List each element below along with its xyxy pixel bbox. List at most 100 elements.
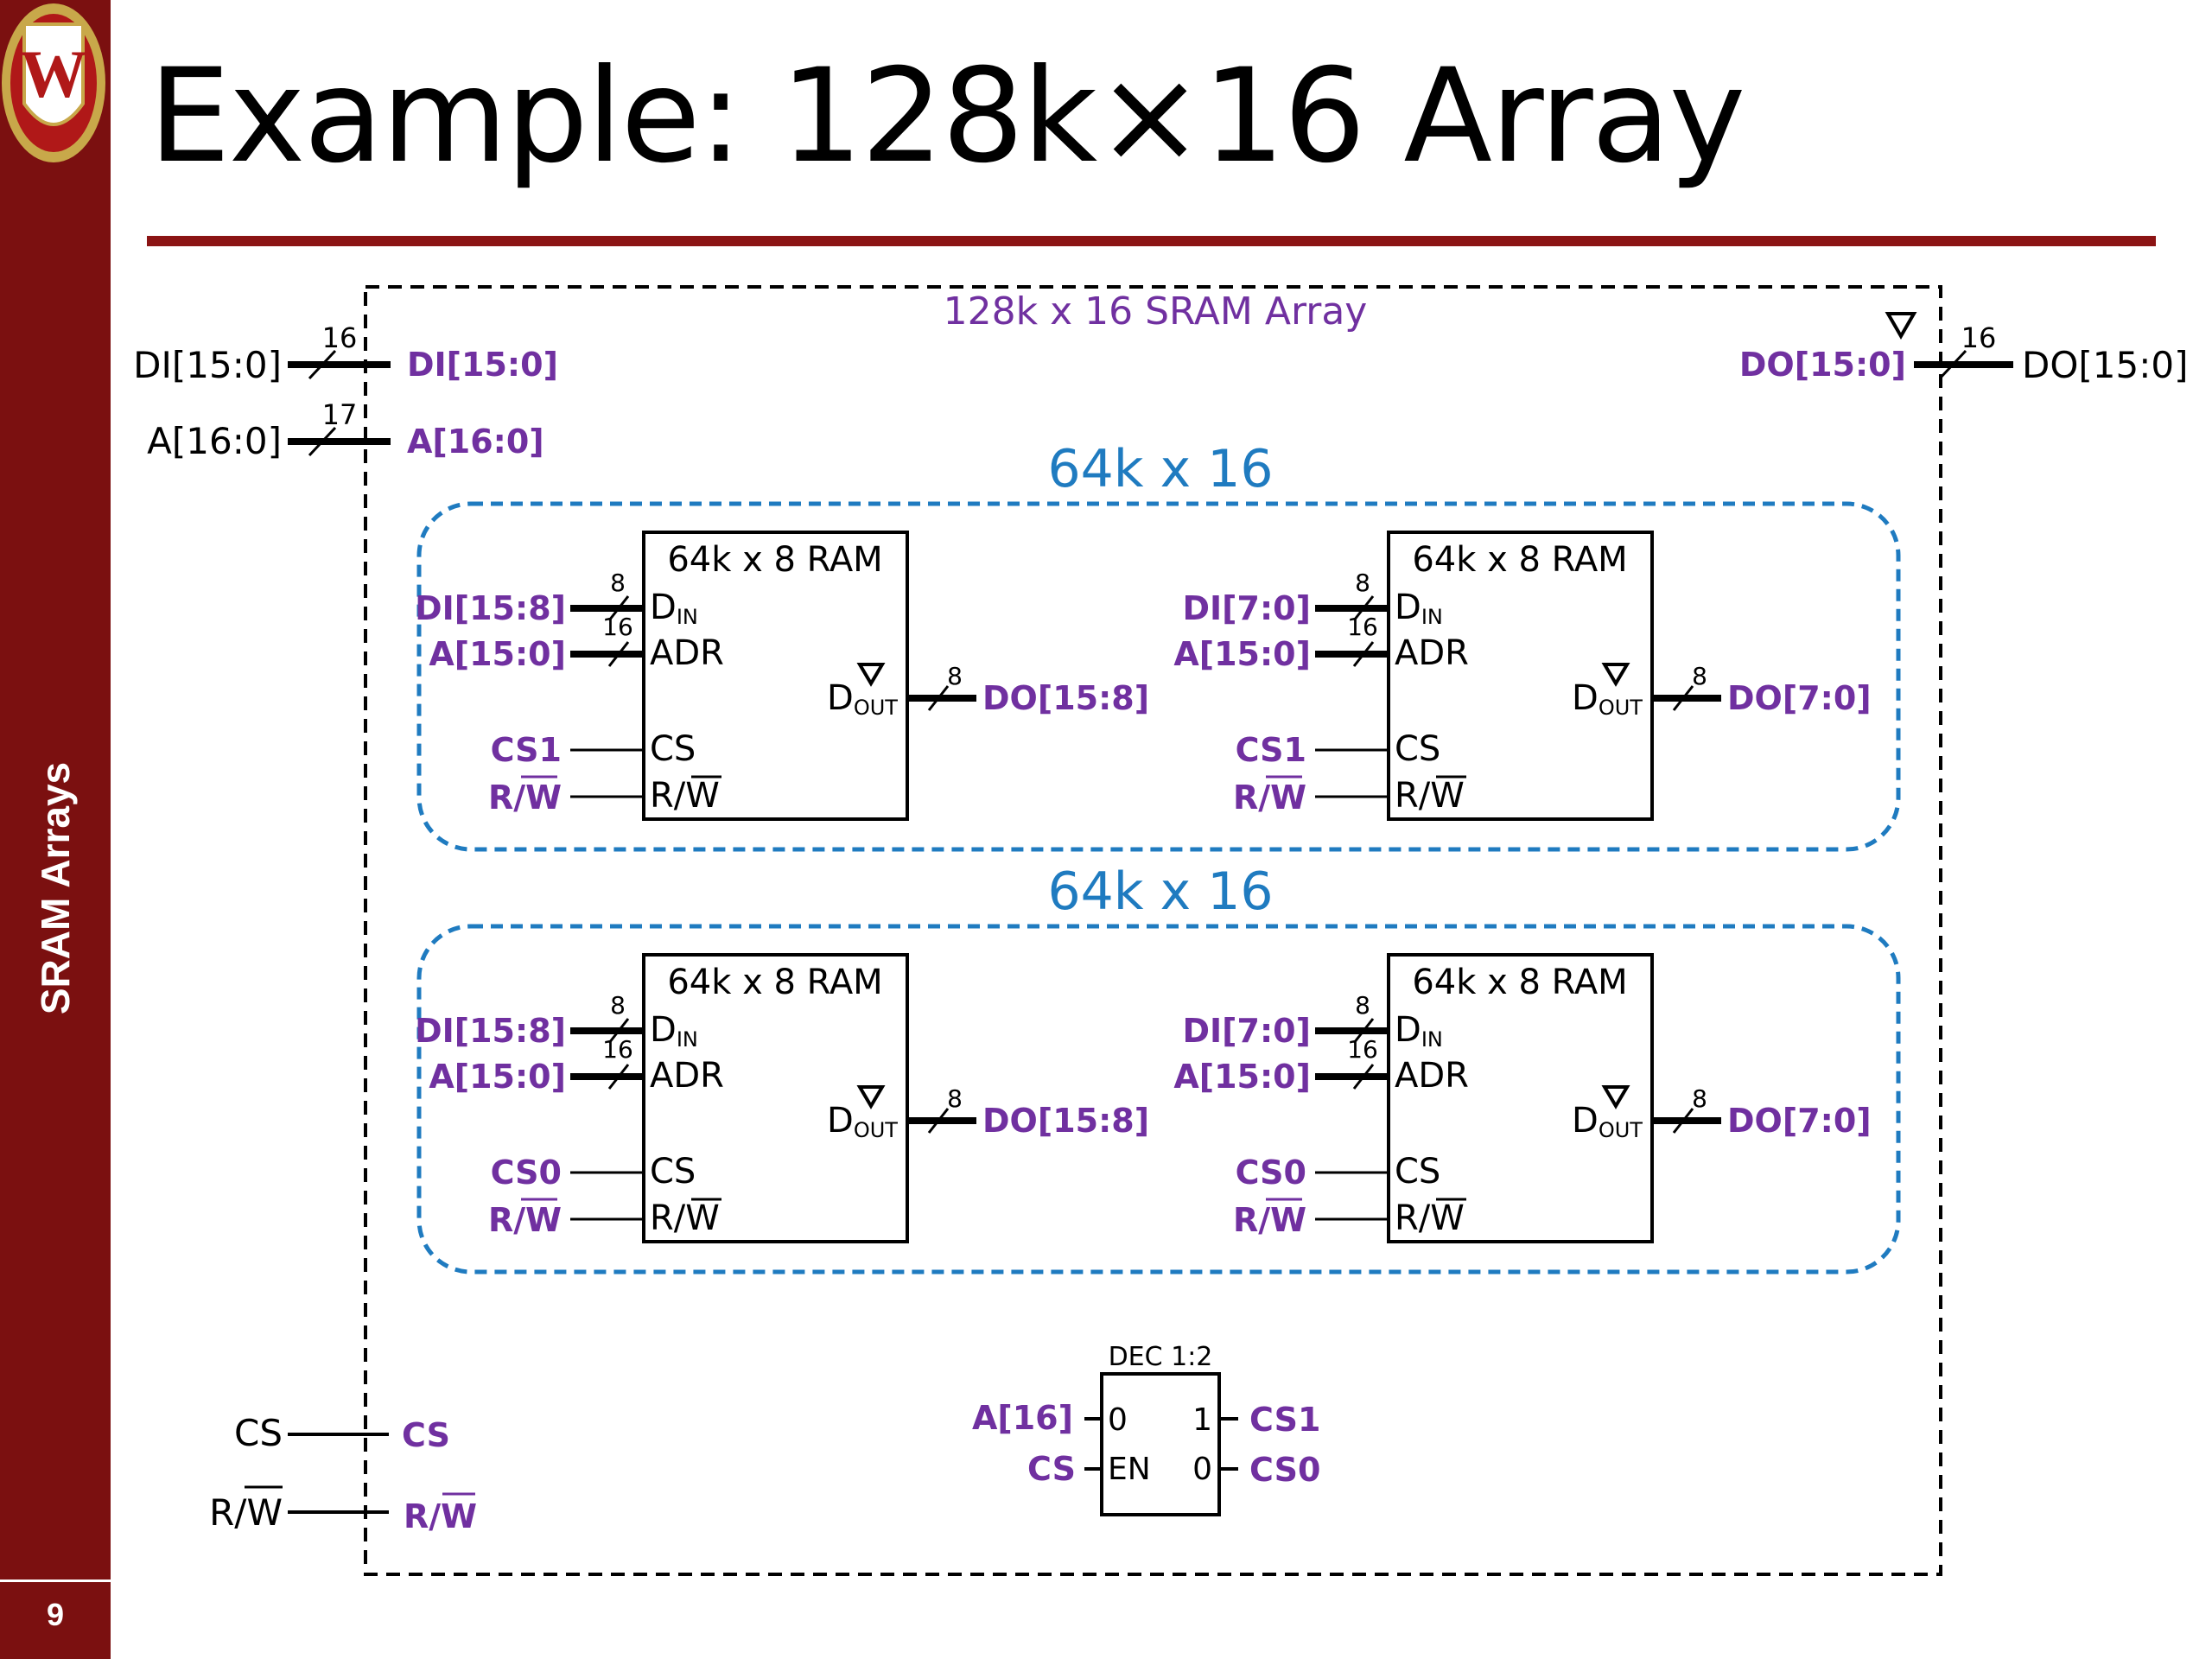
tristate-icon: [856, 663, 886, 687]
ram-chip-64k-x-8: 64k x 8 RAMDINADRCSR/WDOUT816DI[7:0]A[15…: [1173, 953, 1872, 1243]
adr-signal-label: A[15:0]: [429, 1058, 566, 1096]
ram-chip-box: [642, 531, 909, 821]
sram-array-boundary: [364, 285, 1942, 1576]
rw-signal-label: R/W: [488, 1201, 562, 1239]
din-bus-width: 8: [1355, 991, 1370, 1020]
adr-port-label: ADR: [1395, 1056, 1469, 1096]
dout-port-label: DOUT: [827, 678, 898, 720]
din-bus-width: 8: [610, 991, 626, 1020]
dout-bus-width: 8: [947, 1084, 963, 1113]
din-signal-label: DI[15:8]: [415, 1012, 566, 1050]
din-port-label: DIN: [650, 1010, 698, 1052]
int-di-label: DI[15:0]: [407, 346, 558, 384]
din-signal-label: DI[7:0]: [1183, 589, 1312, 627]
dout-port-label: DOUT: [827, 1101, 898, 1142]
dout-bus-width: 8: [1692, 1084, 1707, 1113]
cs-port-label: CS: [650, 1152, 696, 1192]
din-port-label: DIN: [1395, 588, 1443, 629]
tristate-icon: [1885, 312, 1917, 340]
ram-chip-title: 64k x 8 RAM: [667, 963, 882, 1002]
tristate-icon: [1601, 663, 1630, 687]
decoder-pin-out0: 0: [1192, 1452, 1212, 1487]
ram-chip-box: [642, 953, 909, 1243]
a-bus-width: 17: [322, 398, 358, 431]
ram-chip-64k-x-8: 64k x 8 RAMDINADRCSR/WDOUT816DI[15:8]A[1…: [415, 953, 1149, 1243]
adr-port-label: ADR: [1395, 633, 1469, 673]
adr-signal-label: A[15:0]: [429, 635, 566, 673]
rw-signal-label: R/W: [1233, 1201, 1306, 1239]
decoder-pin-en: EN: [1108, 1452, 1151, 1487]
decoder-in-label: A[16]: [972, 1399, 1073, 1437]
decoder: DEC 1:2 0 EN 1 0 A[16] CS CS1 CS0: [972, 1342, 1320, 1516]
ext-do-label: DO[15:0]: [2022, 344, 2189, 386]
adr-signal-label: A[15:0]: [1173, 1058, 1311, 1096]
din-port-label: DIN: [650, 588, 698, 629]
dout-bus-width: 8: [947, 662, 963, 690]
svg-text:W: W: [20, 36, 87, 111]
int-a-label: A[16:0]: [407, 423, 544, 461]
din-port-label: DIN: [1395, 1010, 1443, 1052]
rw-port-label: R/W: [650, 1198, 720, 1238]
decoder-title: DEC 1:2: [1109, 1342, 1213, 1372]
decoder-box: [1100, 1372, 1221, 1516]
ram-group-border: [416, 501, 1901, 852]
ram-group-border: [416, 924, 1901, 1274]
rw-port-label: R/W: [1395, 776, 1465, 816]
title-divider: [147, 236, 2156, 246]
dout-port-label: DOUT: [1572, 1101, 1643, 1142]
decoder-pin-out1: 1: [1192, 1402, 1212, 1438]
ram-group-label: 64k x 16: [1047, 861, 1273, 922]
cs-signal-label: CS1: [1236, 731, 1306, 769]
cs-control-input: CS CS: [234, 1412, 450, 1454]
ext-rw-label: R/W: [209, 1491, 283, 1534]
di-bus-width: 16: [322, 321, 358, 354]
rw-signal-label: R/W: [488, 779, 562, 817]
ext-cs-label: CS: [234, 1412, 283, 1454]
ram-chip-box: [1387, 531, 1654, 821]
decoder-out0-label: CS0: [1249, 1451, 1320, 1489]
ext-a-label: A[16:0]: [147, 420, 282, 462]
int-do-label: DO[15:0]: [1739, 346, 1906, 384]
dout-bus-width: 8: [1692, 662, 1707, 690]
cs-signal-label: CS0: [491, 1154, 562, 1192]
rw-port-label: R/W: [1395, 1198, 1465, 1238]
data-output-bus: DO[15:0] 16 DO[15:0]: [1739, 312, 2189, 386]
cs-signal-label: CS0: [1236, 1154, 1306, 1192]
dout-signal-label: DO[7:0]: [1727, 679, 1872, 717]
adr-bus-width: 16: [1347, 613, 1378, 641]
slide-number: 9: [46, 1597, 65, 1632]
di-bus-input: DI[15:0] 16 DI[15:0]: [133, 321, 558, 386]
din-signal-label: DI[15:8]: [415, 589, 566, 627]
int-rw-label: R/W: [404, 1497, 477, 1535]
slide-title: Example: 128k×16 Array: [149, 41, 1745, 192]
ext-di-label: DI[15:0]: [133, 344, 282, 386]
dout-signal-label: DO[7:0]: [1727, 1102, 1872, 1140]
tristate-icon: [856, 1085, 886, 1109]
array-title: 128k x 16 SRAM Array: [944, 289, 1368, 334]
sidebar: W SRAM Arrays 9: [0, 0, 111, 1659]
cs-port-label: CS: [1395, 729, 1440, 769]
decoder-pin-in: 0: [1108, 1402, 1128, 1438]
dout-signal-label: DO[15:8]: [982, 1102, 1149, 1140]
cs-port-label: CS: [650, 729, 696, 769]
din-bus-width: 8: [610, 569, 626, 597]
dout-signal-label: DO[15:8]: [982, 679, 1149, 717]
cs-signal-label: CS1: [491, 731, 562, 769]
ram-chip-title: 64k x 8 RAM: [667, 540, 882, 580]
do-bus-width: 16: [1961, 321, 1997, 354]
decoder-en-label: CS: [1027, 1450, 1076, 1488]
adr-bus-width: 16: [602, 613, 633, 641]
decoder-out1-label: CS1: [1249, 1401, 1320, 1439]
rw-signal-label: R/W: [1233, 779, 1306, 817]
ram-group-label: 64k x 16: [1047, 439, 1273, 499]
address-bus-input: A[16:0] 17 A[16:0]: [147, 398, 544, 462]
adr-signal-label: A[15:0]: [1173, 635, 1311, 673]
adr-port-label: ADR: [650, 633, 724, 673]
tristate-icon: [1601, 1085, 1630, 1109]
dout-port-label: DOUT: [1572, 678, 1643, 720]
din-bus-width: 8: [1355, 569, 1370, 597]
